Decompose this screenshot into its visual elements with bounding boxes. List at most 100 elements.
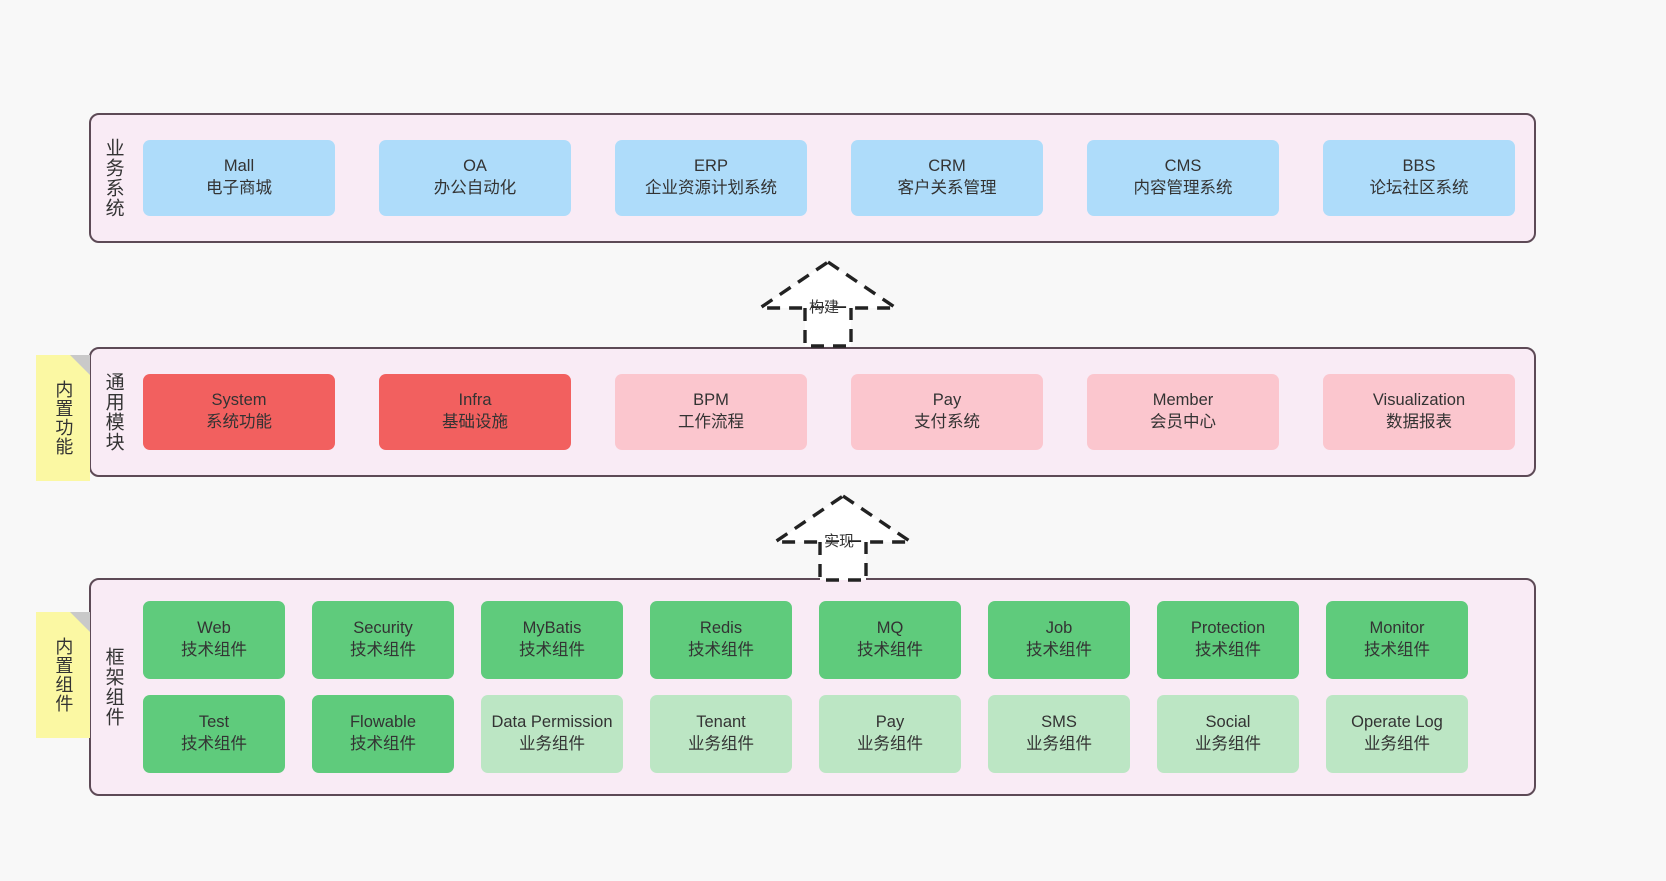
card-bpm-subtitle: 工作流程 [678,413,744,431]
card-sms-subtitle: 业务组件 [1026,735,1092,753]
card-infra-title: Infra [458,391,492,410]
implement-connector: 实现 [769,490,917,582]
card-mybatis-title: MyBatis [522,619,582,638]
business-system-row: Mall 电子商城 OA 办公自动化 ERP 企业资源计划系统 CRM 客户关系… [135,140,1534,216]
card-member-subtitle: 会员中心 [1150,413,1216,431]
card-redis-title: Redis [699,619,743,638]
card-mq[interactable]: MQ 技术组件 [819,601,961,679]
card-monitor-subtitle: 技术组件 [1364,641,1430,659]
card-bpm[interactable]: BPM 工作流程 [615,374,807,450]
card-mybatis-subtitle: 技术组件 [519,641,585,659]
card-protection[interactable]: Protection 技术组件 [1157,601,1299,679]
card-oa-subtitle: 办公自动化 [433,179,517,197]
card-web[interactable]: Web 技术组件 [143,601,285,679]
card-job-subtitle: 技术组件 [1026,641,1092,659]
card-erp-subtitle: 企业资源计划系统 [645,179,777,197]
card-member-title: Member [1152,391,1214,410]
card-pay-component-subtitle: 业务组件 [857,735,923,753]
card-crm-title: CRM [928,157,966,176]
card-bbs-title: BBS [1402,157,1436,176]
card-job-title: Job [1045,619,1073,638]
card-member[interactable]: Member 会员中心 [1087,374,1279,450]
card-operate-log[interactable]: Operate Log 业务组件 [1326,695,1468,773]
card-pay-module[interactable]: Pay 支付系统 [851,374,1043,450]
card-cms-title: CMS [1164,157,1202,176]
build-connector-label: 构建 [809,299,840,316]
card-operate-log-subtitle: 业务组件 [1364,735,1430,753]
card-mq-title: MQ [876,619,904,638]
implement-connector-label: 实现 [824,533,855,550]
common-module-layer-title: 通用模块 [102,372,124,452]
card-visualization-title: Visualization [1372,391,1466,410]
card-test-title: Test [198,713,230,732]
framework-component-cards: Web 技术组件 Security 技术组件 MyBatis 技术组件 Redi… [135,580,1534,794]
card-bpm-title: BPM [693,391,729,410]
card-system[interactable]: System 系统功能 [143,374,335,450]
card-sms[interactable]: SMS 业务组件 [988,695,1130,773]
card-flowable[interactable]: Flowable 技术组件 [312,695,454,773]
card-pay-module-title: Pay [932,391,962,410]
card-visualization-subtitle: 数据报表 [1386,413,1452,431]
card-cms[interactable]: CMS 内容管理系统 [1087,140,1279,216]
framework-biz-row: Test 技术组件 Flowable 技术组件 Data Permission … [143,695,1520,773]
note-fold-corner-icon [70,612,90,632]
card-system-title: System [211,391,267,410]
build-connector: 构建 [754,256,902,348]
card-protection-subtitle: 技术组件 [1195,641,1261,659]
card-oa[interactable]: OA 办公自动化 [379,140,571,216]
builtin-function-note-label: 内置功能 [53,380,74,456]
build-arrow-icon [754,259,902,348]
business-system-cards: Mall 电子商城 OA 办公自动化 ERP 企业资源计划系统 CRM 客户关系… [135,115,1534,241]
card-monitor-title: Monitor [1369,619,1425,638]
note-fold-corner-icon [70,355,90,375]
business-system-layer-title: 业务系统 [102,138,124,218]
card-crm[interactable]: CRM 客户关系管理 [851,140,1043,216]
card-mq-subtitle: 技术组件 [857,641,923,659]
card-data-permission-title: Data Permission [491,713,613,732]
card-monitor[interactable]: Monitor 技术组件 [1326,601,1468,679]
card-job[interactable]: Job 技术组件 [988,601,1130,679]
card-data-permission-subtitle: 业务组件 [519,735,585,753]
card-protection-title: Protection [1190,619,1266,638]
card-redis-subtitle: 技术组件 [688,641,754,659]
card-pay-module-subtitle: 支付系统 [914,413,980,431]
framework-tech-row: Web 技术组件 Security 技术组件 MyBatis 技术组件 Redi… [143,601,1520,679]
card-flowable-title: Flowable [349,713,417,732]
card-mall-subtitle: 电子商城 [206,179,272,197]
framework-component-layer-title: 框架组件 [102,647,124,727]
card-visualization[interactable]: Visualization 数据报表 [1323,374,1515,450]
card-bbs-subtitle: 论坛社区系统 [1369,179,1469,197]
card-sms-title: SMS [1041,713,1077,732]
card-tenant[interactable]: Tenant 业务组件 [650,695,792,773]
card-redis[interactable]: Redis 技术组件 [650,601,792,679]
card-mall[interactable]: Mall 电子商城 [143,140,335,216]
business-system-layer: 业务系统 Mall 电子商城 OA 办公自动化 ERP 企业资源计划系统 CRM… [89,113,1536,243]
common-module-row: System 系统功能 Infra 基础设施 BPM 工作流程 Pay 支付系统… [135,374,1534,450]
card-crm-subtitle: 客户关系管理 [897,179,997,197]
card-social[interactable]: Social 业务组件 [1157,695,1299,773]
builtin-component-note: 内置组件 [36,612,90,738]
card-data-permission[interactable]: Data Permission 业务组件 [481,695,623,773]
card-erp-title: ERP [694,157,728,176]
card-web-subtitle: 技术组件 [181,641,247,659]
card-web-title: Web [197,619,231,638]
card-test-subtitle: 技术组件 [181,735,247,753]
card-flowable-subtitle: 技术组件 [350,735,416,753]
card-mall-title: Mall [223,157,255,176]
card-oa-title: OA [463,157,487,176]
framework-component-layer: 框架组件 Web 技术组件 Security 技术组件 MyBatis 技术组件… [89,578,1536,796]
card-pay-component[interactable]: Pay 业务组件 [819,695,961,773]
card-security-title: Security [353,619,413,638]
card-infra-subtitle: 基础设施 [442,413,508,431]
card-mybatis[interactable]: MyBatis 技术组件 [481,601,623,679]
card-infra[interactable]: Infra 基础设施 [379,374,571,450]
card-erp[interactable]: ERP 企业资源计划系统 [615,140,807,216]
card-social-subtitle: 业务组件 [1195,735,1261,753]
card-system-subtitle: 系统功能 [206,413,272,431]
builtin-function-note: 内置功能 [36,355,90,481]
common-module-layer: 通用模块 System 系统功能 Infra 基础设施 BPM 工作流程 Pay… [89,347,1536,477]
card-bbs[interactable]: BBS 论坛社区系统 [1323,140,1515,216]
card-test[interactable]: Test 技术组件 [143,695,285,773]
card-security[interactable]: Security 技术组件 [312,601,454,679]
